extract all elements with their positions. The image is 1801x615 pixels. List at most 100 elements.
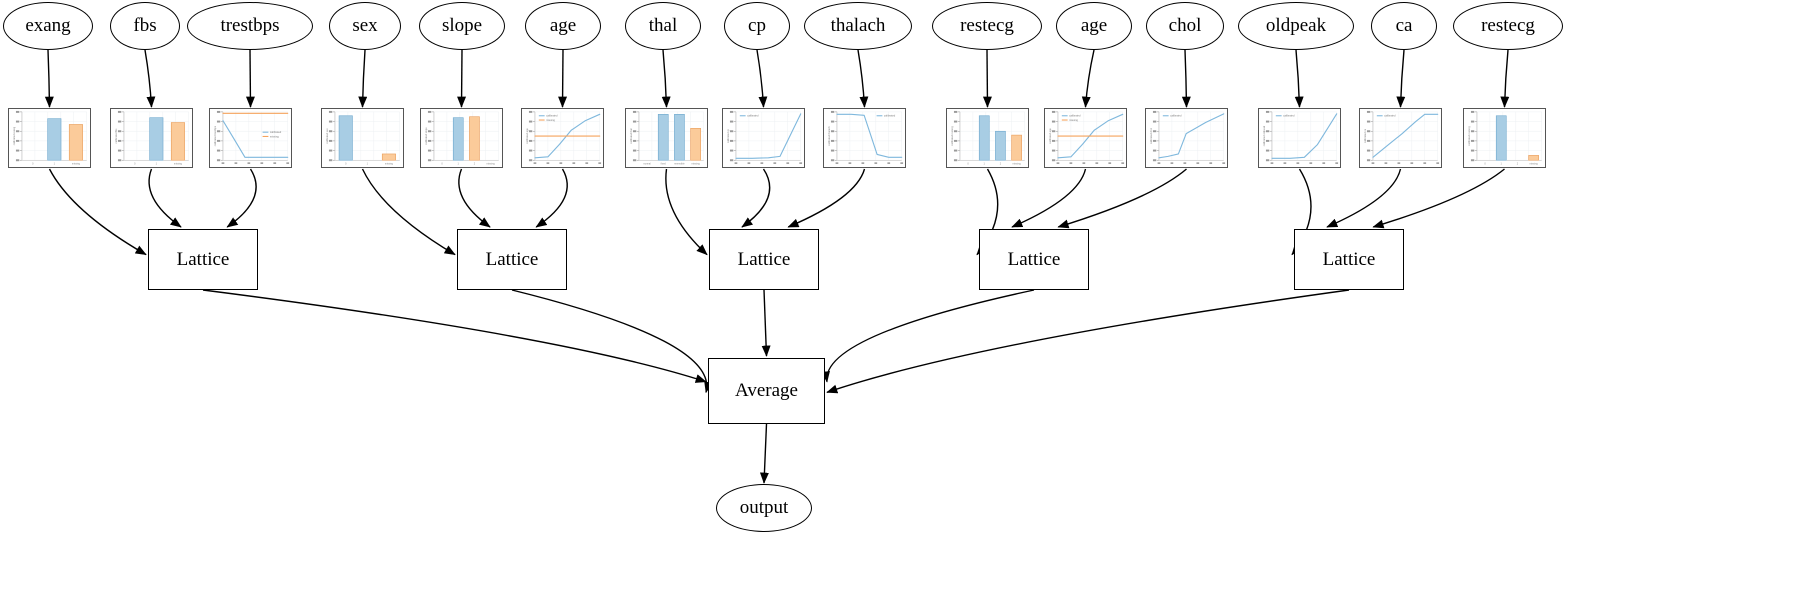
svg-text:calibrated age: calibrated age bbox=[526, 128, 529, 144]
svg-text:calibrated restecg: calibrated restecg bbox=[1468, 126, 1471, 146]
feature-node-label: cp bbox=[748, 15, 766, 36]
svg-text:missing: missing bbox=[692, 163, 701, 166]
svg-text:missing: missing bbox=[487, 163, 496, 166]
calibrator-plot-oldpeak-12: calibrated oldpeak calibrated bbox=[1258, 108, 1341, 168]
svg-text:2: 2 bbox=[474, 163, 476, 166]
svg-text:normal: normal bbox=[643, 163, 651, 166]
svg-text:calibrated ca: calibrated ca bbox=[1364, 128, 1367, 143]
svg-text:calibrated: calibrated bbox=[1384, 114, 1396, 118]
feature-node-label: age bbox=[549, 15, 577, 36]
feature-node-cp[interactable]: cp bbox=[724, 2, 790, 50]
svg-text:0: 0 bbox=[1484, 163, 1486, 166]
svg-text:calibrated age: calibrated age bbox=[1049, 128, 1052, 144]
svg-text:calibrated: calibrated bbox=[270, 130, 282, 134]
svg-text:1: 1 bbox=[1501, 163, 1503, 166]
svg-text:calibrated: calibrated bbox=[546, 114, 558, 118]
svg-text:reversible: reversible bbox=[674, 163, 685, 166]
svg-text:calibrated thal: calibrated thal bbox=[630, 128, 633, 144]
svg-text:1: 1 bbox=[984, 163, 986, 166]
svg-text:0: 0 bbox=[345, 163, 347, 166]
feature-node-fbs[interactable]: fbs bbox=[110, 2, 180, 50]
feature-node-slope[interactable]: slope bbox=[419, 2, 505, 50]
feature-node-thalach[interactable]: thalach bbox=[804, 2, 912, 50]
lattice-node-3[interactable]: Lattice bbox=[979, 229, 1089, 290]
svg-text:calibrated: calibrated bbox=[884, 114, 896, 118]
feature-node-label: age bbox=[1080, 15, 1108, 36]
feature-node-chol[interactable]: chol bbox=[1146, 2, 1224, 50]
svg-text:0: 0 bbox=[32, 163, 34, 166]
feature-node-restecg[interactable]: restecg bbox=[1453, 2, 1563, 50]
svg-text:missing: missing bbox=[270, 134, 279, 138]
svg-text:1: 1 bbox=[458, 163, 460, 166]
svg-text:calibrated cp: calibrated cp bbox=[727, 128, 730, 143]
feature-node-label: oldpeak bbox=[1265, 15, 1327, 36]
svg-text:calibrated: calibrated bbox=[1283, 114, 1295, 118]
lattice-node-label: Lattice bbox=[1322, 248, 1376, 270]
feature-node-age[interactable]: age bbox=[525, 2, 601, 50]
lattice-node-label: Lattice bbox=[737, 248, 791, 270]
svg-text:calibrated: calibrated bbox=[1170, 114, 1182, 118]
feature-node-sex[interactable]: sex bbox=[329, 2, 401, 50]
lattice-node-1[interactable]: Lattice bbox=[457, 229, 567, 290]
svg-text:calibrated exang: calibrated exang bbox=[13, 126, 16, 145]
feature-node-label: fbs bbox=[133, 15, 157, 36]
calibrator-plot-slope-4: calibrated slope 0 1 2 missing bbox=[420, 108, 503, 168]
svg-text:2: 2 bbox=[1000, 163, 1002, 166]
feature-node-label: chol bbox=[1168, 15, 1202, 36]
svg-text:missing: missing bbox=[1013, 163, 1022, 166]
feature-node-exang[interactable]: exang bbox=[3, 2, 93, 50]
feature-node-thal[interactable]: thal bbox=[625, 2, 701, 50]
calibrator-plot-ca-13: calibrated ca calibrated bbox=[1359, 108, 1442, 168]
svg-text:calibrated oldpeak: calibrated oldpeak bbox=[1263, 125, 1266, 146]
lattice-node-label: Lattice bbox=[485, 248, 539, 270]
svg-text:0: 0 bbox=[967, 163, 969, 166]
lattice-node-4[interactable]: Lattice bbox=[1294, 229, 1404, 290]
average-node[interactable]: Average bbox=[708, 358, 825, 424]
svg-text:missing: missing bbox=[385, 163, 394, 166]
output-node[interactable]: output bbox=[716, 484, 812, 532]
svg-text:1: 1 bbox=[156, 163, 158, 166]
svg-text:calibrated: calibrated bbox=[747, 114, 759, 118]
svg-text:calibrated: calibrated bbox=[1069, 114, 1081, 118]
feature-node-label: restecg bbox=[960, 15, 1014, 36]
feature-node-ca[interactable]: ca bbox=[1371, 2, 1437, 50]
svg-text:calibrated restecg: calibrated restecg bbox=[951, 126, 954, 146]
lattice-node-2[interactable]: Lattice bbox=[709, 229, 819, 290]
calibrator-plot-chol-11: calibrated chol calibrated bbox=[1145, 108, 1228, 168]
svg-text:calibrated thalach: calibrated thalach bbox=[828, 126, 831, 146]
svg-text:calibrated chol: calibrated chol bbox=[1150, 128, 1153, 145]
svg-text:2: 2 bbox=[1517, 163, 1519, 166]
svg-text:missing: missing bbox=[1069, 118, 1078, 122]
feature-node-label: exang bbox=[25, 15, 71, 36]
svg-text:calibrated trestbps: calibrated trestbps bbox=[214, 125, 217, 146]
svg-text:0: 0 bbox=[134, 163, 136, 166]
feature-node-label: slope bbox=[441, 15, 483, 36]
lattice-node-label: Lattice bbox=[176, 248, 230, 270]
svg-text:missing: missing bbox=[546, 118, 555, 122]
lattice-node-0[interactable]: Lattice bbox=[148, 229, 258, 290]
feature-node-age[interactable]: age bbox=[1056, 2, 1132, 50]
feature-node-label: restecg bbox=[1481, 15, 1535, 36]
svg-text:0: 0 bbox=[441, 163, 443, 166]
feature-node-label: thal bbox=[648, 15, 678, 36]
feature-node-trestbps[interactable]: trestbps bbox=[187, 2, 313, 50]
feature-node-restecg[interactable]: restecg bbox=[932, 2, 1042, 50]
calibrator-plot-thalach-8: calibrated thalach calibrated bbox=[823, 108, 906, 168]
feature-node-label: trestbps bbox=[220, 15, 280, 36]
output-node-label: output bbox=[739, 497, 789, 518]
svg-text:missing: missing bbox=[72, 163, 81, 166]
feature-node-label: thalach bbox=[830, 15, 886, 36]
svg-text:1: 1 bbox=[367, 163, 369, 166]
svg-text:calibrated fbs: calibrated fbs bbox=[115, 128, 118, 144]
feature-node-oldpeak[interactable]: oldpeak bbox=[1238, 2, 1354, 50]
svg-text:calibrated slope: calibrated slope bbox=[425, 127, 428, 145]
